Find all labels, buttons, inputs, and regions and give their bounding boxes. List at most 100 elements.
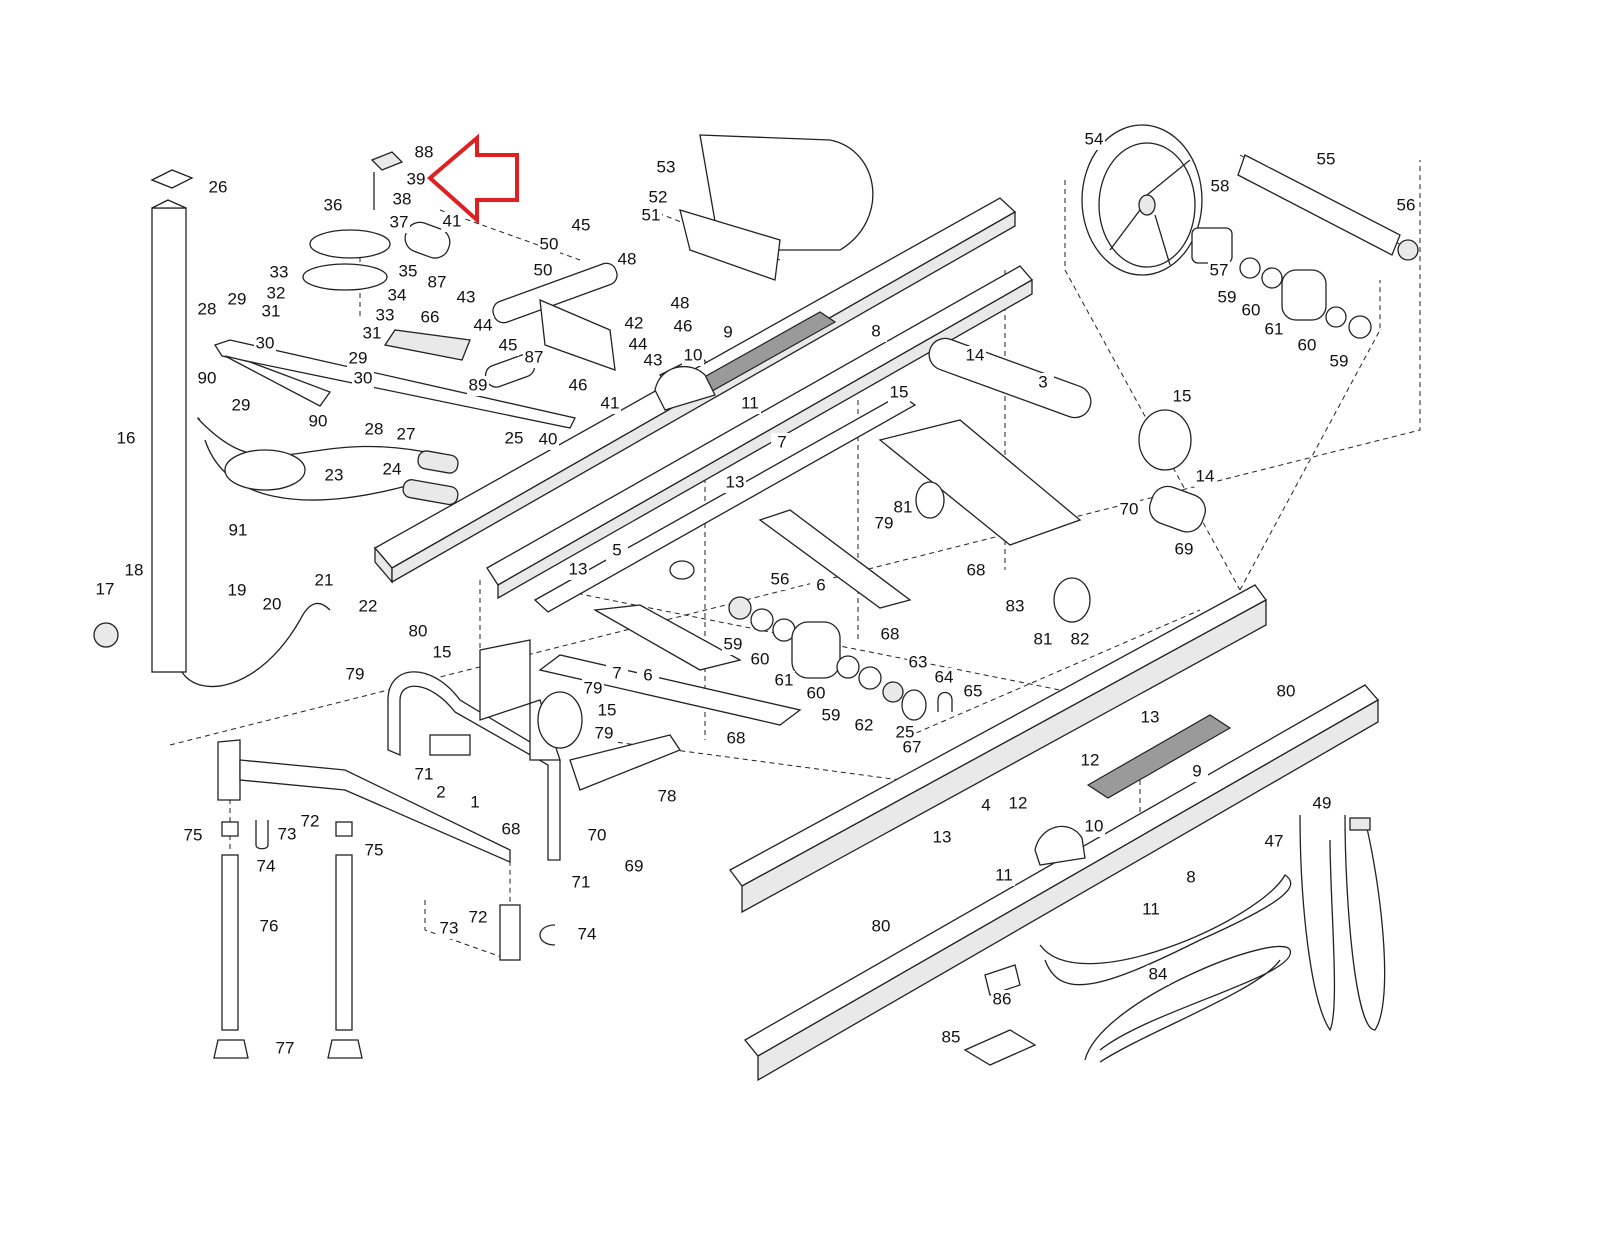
callout-bg (182, 826, 204, 846)
callout-bg (1296, 336, 1318, 356)
part-callout-42: 42 (625, 313, 644, 332)
callout-bg (1208, 261, 1230, 281)
callout-bg (655, 158, 677, 178)
part-callout-89: 89 (469, 375, 488, 394)
part-callout-48: 48 (671, 293, 690, 312)
callout-bg (500, 820, 522, 840)
part-callout-35: 35 (399, 261, 418, 280)
part-callout-19: 19 (228, 580, 247, 599)
callout-bg (1180, 868, 1202, 888)
callout-bg (357, 597, 379, 617)
callout-bg (1007, 794, 1029, 814)
part-callout-41: 41 (443, 211, 462, 230)
callout-bg (381, 460, 403, 480)
callout-bg (523, 348, 545, 368)
part-callout-75: 75 (365, 840, 384, 859)
part-callout-81: 81 (1034, 629, 1053, 648)
callout-bg (254, 334, 276, 354)
part-callout-38: 38 (393, 189, 412, 208)
part-callout-17: 17 (96, 579, 115, 598)
callout-bg (771, 433, 793, 453)
part-callout-83: 83 (1006, 596, 1025, 615)
callout-bg (407, 622, 429, 642)
callout-bg (739, 394, 761, 414)
callout-bg (386, 286, 408, 306)
callout-bg (724, 473, 746, 493)
callout-bg (901, 738, 923, 758)
part-callout-75: 75 (184, 825, 203, 844)
part-callout-21: 21 (315, 570, 334, 589)
part-callout-39: 39 (407, 169, 426, 188)
callout-bg (1147, 965, 1169, 985)
callout-bg (1275, 682, 1297, 702)
part-callout-23: 23 (325, 465, 344, 484)
callout-bg (538, 235, 560, 255)
inner-frame (533, 394, 917, 726)
part-callout-59: 59 (822, 705, 841, 724)
callout-bg (307, 412, 329, 432)
callout-bg (361, 324, 383, 344)
callout-bg (226, 581, 248, 601)
part-callout-61: 61 (1265, 319, 1284, 338)
callout-bg (94, 580, 116, 600)
legs (213, 820, 556, 1059)
part-callout-88: 88 (415, 142, 434, 161)
part-callout-50: 50 (534, 260, 553, 279)
part-callout-15: 15 (433, 642, 452, 661)
part-callout-25: 25 (505, 428, 524, 447)
part-callout-61: 61 (775, 670, 794, 689)
part-callout-33: 33 (376, 305, 395, 324)
callout-bg (593, 724, 615, 744)
part-callout-27: 27 (397, 424, 416, 443)
callout-bg (1171, 387, 1193, 407)
part-callout-40: 40 (539, 429, 558, 448)
part-callout-34: 34 (388, 285, 407, 304)
callout-bg (226, 290, 248, 310)
part-callout-71: 71 (415, 764, 434, 783)
callout-bg (537, 430, 559, 450)
part-callout-60: 60 (1298, 335, 1317, 354)
callout-bg (647, 188, 669, 208)
part-callout-6: 6 (643, 665, 652, 684)
callout-bg (965, 561, 987, 581)
part-callout-80: 80 (872, 916, 891, 935)
part-callout-74: 74 (578, 924, 597, 943)
callout-bg (1315, 150, 1337, 170)
callout-bg (599, 394, 621, 414)
callout-bg (1139, 708, 1161, 728)
part-callout-71: 71 (572, 872, 591, 891)
part-callout-68: 68 (967, 560, 986, 579)
callout-bg (582, 679, 604, 699)
part-callout-13: 13 (726, 472, 745, 491)
part-callout-60: 60 (1242, 300, 1261, 319)
callout-bg (268, 263, 290, 283)
part-callout-79: 79 (595, 723, 614, 742)
part-callout-20: 20 (263, 594, 282, 613)
callout-bg (1173, 540, 1195, 560)
callout-bg (576, 925, 598, 945)
part-callout-56: 56 (1397, 195, 1416, 214)
callout-bg (873, 514, 895, 534)
part-callout-46: 46 (674, 316, 693, 335)
part-callout-22: 22 (359, 596, 378, 615)
part-callout-25: 25 (896, 722, 915, 741)
part-callout-53: 53 (657, 157, 676, 176)
motor-hood (679, 134, 874, 281)
upright-post (93, 169, 441, 688)
callout-bg (1140, 900, 1162, 920)
callout-bg (405, 170, 427, 190)
callout-bg (940, 1028, 962, 1048)
part-callout-68: 68 (727, 728, 746, 747)
part-callout-82: 82 (1071, 629, 1090, 648)
part-callout-50: 50 (540, 234, 559, 253)
part-callout-56: 56 (771, 569, 790, 588)
callout-bg (413, 765, 435, 785)
part-callout-73: 73 (278, 824, 297, 843)
callout-bg (441, 212, 463, 232)
part-callout-78: 78 (658, 786, 677, 805)
part-callout-28: 28 (198, 299, 217, 318)
part-callout-73: 73 (440, 918, 459, 937)
part-callout-58: 58 (1211, 176, 1230, 195)
part-callout-45: 45 (572, 215, 591, 234)
callout-bg (344, 665, 366, 685)
